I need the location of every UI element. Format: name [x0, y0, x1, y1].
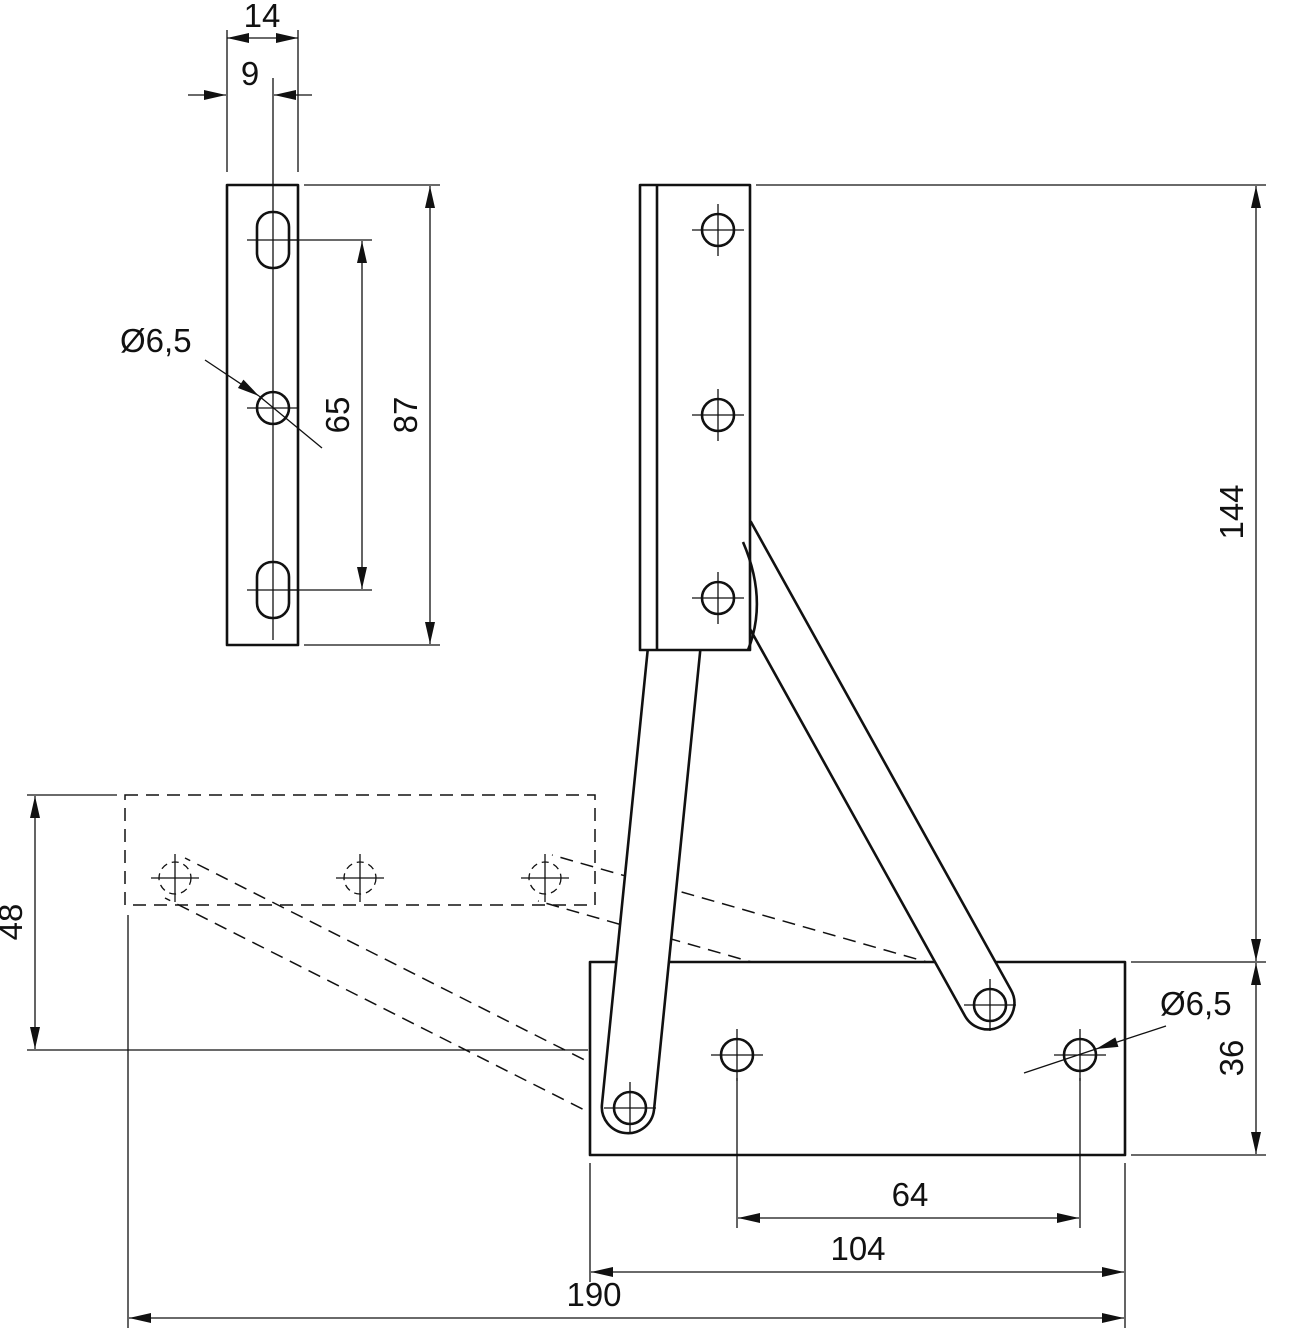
dim-side-hole-span: 65: [319, 397, 356, 434]
dim-base-height: 36: [1213, 1040, 1250, 1077]
folded-rear-arm-edge: [184, 857, 641, 1089]
hole-centerlines: [604, 1082, 656, 1134]
hole-centerlines: [711, 1029, 763, 1081]
side-view-dimensions: 14 9 Ø6,5 65 87: [120, 0, 440, 646]
hole-centerlines: [692, 204, 744, 256]
leader-tail: [258, 395, 323, 449]
leader-line: [204, 359, 260, 397]
arm-pivot-arc: [741, 541, 759, 651]
folded-rear-arm-edge: [164, 897, 621, 1129]
rear-arm: [600, 635, 703, 1135]
dim-plate-width: 14: [244, 0, 281, 34]
dim-folded-height: 48: [0, 904, 29, 941]
dim-base-hole-span: 64: [892, 1176, 929, 1213]
hole-centerlines: [692, 572, 744, 624]
leader-tail: [1023, 1048, 1097, 1074]
main-view: [588, 183, 1127, 1157]
leader-line: [1095, 1025, 1167, 1050]
dim-hole-offset: 9: [241, 55, 259, 92]
main-view-dimensions: 144 36 48 Ø6,5 64 104 190: [0, 184, 1266, 1328]
dim-side-hole-diameter: Ø6,5: [120, 322, 192, 359]
side-view: [225, 78, 300, 647]
dim-overall-length: 190: [566, 1276, 621, 1313]
front-arm: [703, 520, 1016, 1031]
hole-centerlines: [336, 854, 384, 902]
hole-centerlines: [151, 854, 199, 902]
hole-centerlines: [692, 389, 744, 441]
hole-centerlines: [964, 979, 1016, 1031]
dim-open-height: 144: [1213, 484, 1250, 539]
base-plate: [588, 960, 1127, 1157]
dim-base-length: 104: [830, 1230, 885, 1267]
dim-base-hole-diameter: Ø6,5: [1160, 985, 1232, 1022]
folded-plate-outline: [124, 794, 596, 906]
dim-side-height: 87: [387, 397, 424, 434]
hole-centerlines: [521, 854, 569, 902]
